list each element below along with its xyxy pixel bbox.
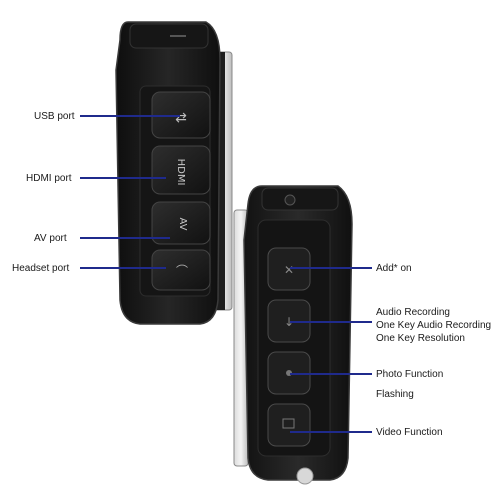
one-key-resolution-label: One Key Resolution: [376, 333, 465, 344]
av-flap: AV: [151, 201, 211, 245]
video-icon: [282, 418, 295, 429]
right-camera-top-cap: [261, 187, 339, 211]
leader-lines: [80, 115, 372, 433]
headset-icon: ⌒: [176, 264, 188, 278]
video-button: [267, 403, 311, 447]
audio-recording-label: Audio Recording: [376, 307, 450, 318]
right-camera-top-button: [284, 194, 296, 206]
audio-icon: ↓: [284, 315, 294, 329]
left-camera: ⇄ HDMI AV ⌒: [115, 21, 233, 325]
video-function-label: Video Function: [376, 427, 443, 438]
av-flap-label: AV: [177, 217, 188, 230]
right-camera: ✕ ↓: [233, 185, 353, 485]
hdmi-flap-label: HDMI: [175, 159, 186, 186]
av-port-label: AV port: [34, 233, 67, 244]
add-on-icon: ✕: [284, 263, 294, 277]
photo-function-label: Photo Function: [376, 369, 444, 380]
add-on-label: Add* on: [376, 263, 412, 274]
hdmi-port-label: HDMI port: [26, 173, 72, 184]
headset-port-label: Headset port: [12, 263, 70, 274]
flashing-label: Flashing: [376, 389, 414, 400]
usb-flap: ⇄: [151, 91, 211, 139]
usb-port-label: USB port: [34, 111, 75, 122]
left-camera-clip-dark: [217, 52, 225, 310]
bottom-screw: [296, 467, 314, 485]
usb-icon: ⇄: [175, 110, 187, 126]
left-camera-top-cap: [129, 23, 209, 49]
headset-flap: ⌒: [151, 249, 211, 291]
one-key-audio-label: One Key Audio Recording: [376, 320, 492, 331]
hdmi-flap: HDMI: [151, 145, 211, 195]
